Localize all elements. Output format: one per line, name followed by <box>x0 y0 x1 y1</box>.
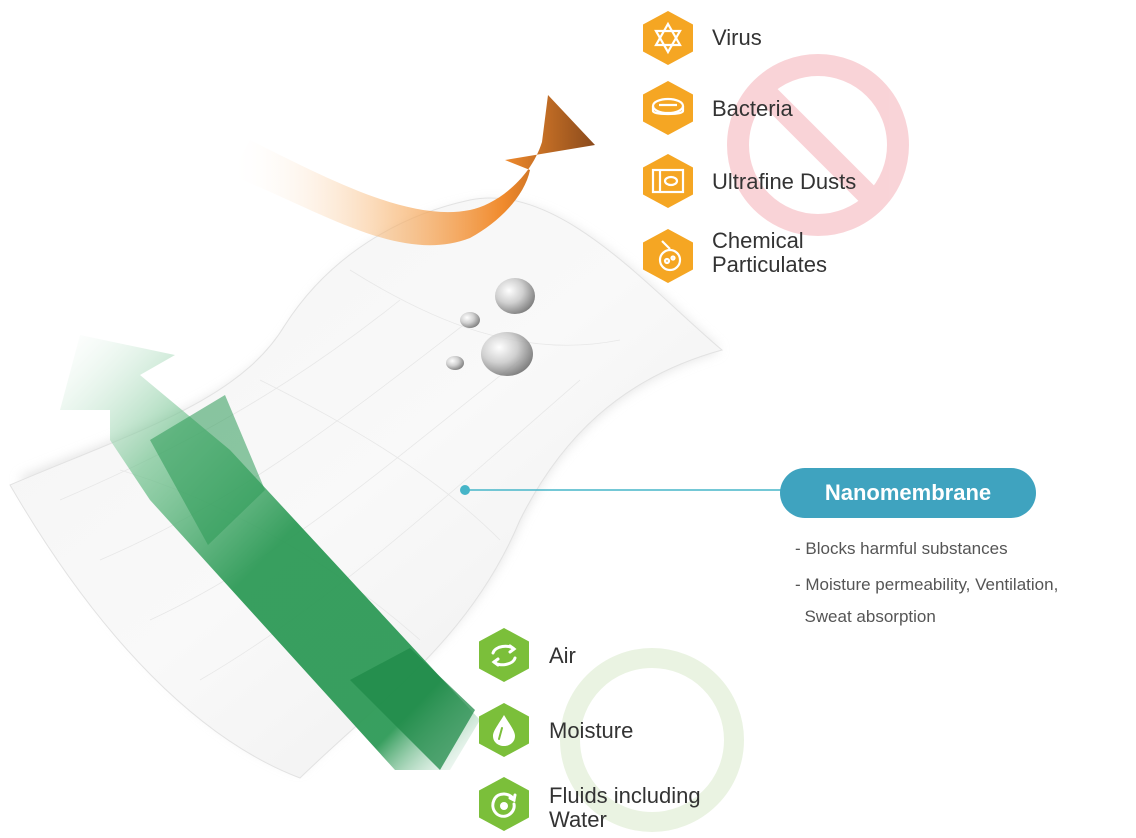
membrane-bullet-2: - Moisture permeability, Ventilation, <box>795 575 1059 594</box>
pass-label-moisture: Moisture <box>549 718 634 743</box>
blocked-arrow <box>230 95 595 246</box>
droplet-icon <box>479 703 529 757</box>
flask-icon <box>643 229 693 283</box>
membrane-sheet <box>9 197 724 779</box>
blocked-label-bacteria: Bacteria <box>712 96 793 121</box>
cycle-icon <box>479 777 529 831</box>
permeable-ring <box>560 648 744 832</box>
blocked-label-dust: Ultrafine Dusts <box>712 169 857 194</box>
blocked-label-chemical: Chemical Particulates <box>712 228 827 277</box>
pass-label-fluids: Fluids including Water <box>549 783 701 832</box>
nanomembrane-badge: Nanomembrane <box>780 468 1036 518</box>
connector-dot <box>460 485 470 495</box>
membrane-bullet-3: Sweat absorption <box>795 607 936 626</box>
water-droplets <box>446 278 535 376</box>
virus-icon <box>643 11 693 65</box>
dust-icon <box>643 154 693 208</box>
prohibit-symbol <box>727 54 909 236</box>
petri-dish-icon <box>643 81 693 135</box>
membrane-bullet-1: - Blocks harmful substances <box>795 539 1008 558</box>
pass-arrow <box>60 335 480 770</box>
blocked-label-virus: Virus <box>712 25 762 50</box>
pass-label-air: Air <box>549 643 576 668</box>
airflow-icon <box>479 628 529 682</box>
